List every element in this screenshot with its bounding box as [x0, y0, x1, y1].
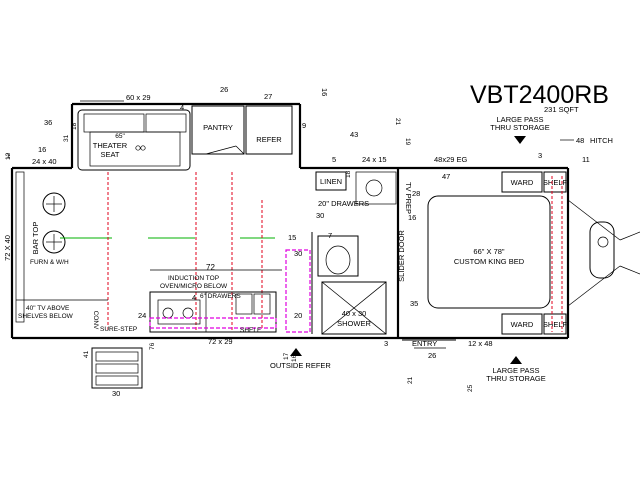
theater-size-label: 65": [115, 133, 125, 140]
dim-41: 41: [83, 350, 90, 358]
sqft-label: 231 SQFT: [544, 105, 579, 114]
shelves-below-label: SHELVES BELOW: [18, 313, 74, 320]
slider-door-label: SLIDER DOOR: [397, 230, 406, 282]
tv-prep-label: TV PREP: [404, 182, 413, 214]
dim-16b: 16: [38, 145, 46, 154]
shelf-bottom-label: SHELF: [543, 320, 568, 329]
dim-26: 26: [220, 85, 228, 94]
storage-top-arrow-icon: [514, 136, 526, 144]
dim-35: 35: [410, 299, 418, 308]
storage-bottom-arrow-icon: [510, 356, 522, 364]
dim-30b: 30: [294, 249, 302, 258]
dim-21b: 21: [407, 376, 414, 384]
dim-25: 25: [467, 384, 474, 392]
dim-43: 43: [350, 130, 358, 139]
bed-size-label: 66" X 78": [473, 247, 505, 256]
dim-9: 9: [302, 121, 306, 130]
pantry-label: PANTRY: [203, 123, 233, 132]
storage-bottom-line1: LARGE PASS: [493, 366, 540, 375]
shower-size-label: 40 x 30: [342, 309, 367, 318]
dim-47: 47: [442, 172, 450, 181]
dim-4a: 4: [180, 103, 184, 112]
bed-label: CUSTOM KING BED: [454, 257, 525, 266]
pantry: PANTRY: [191, 105, 245, 155]
seat-label: SEAT: [100, 150, 119, 159]
dim-16c: 16: [408, 213, 416, 222]
dim-16a: 16: [320, 88, 329, 96]
dim-18: 18: [71, 122, 78, 130]
dim-24x40: 24 x 40: [32, 157, 57, 166]
dim-19: 19: [404, 138, 411, 146]
dim-27: 27: [264, 92, 272, 101]
refer-label: REFER: [256, 135, 282, 144]
sure-step-label: SURE-STEP: [100, 326, 137, 333]
dim-30c: 30: [112, 389, 120, 398]
dim-72: 72: [206, 263, 215, 272]
dim-24: 24: [138, 311, 146, 320]
bar-top-label: BAR TOP: [31, 222, 40, 255]
dim-36: 36: [44, 118, 52, 127]
dim-72x29: 72 x 29: [208, 337, 233, 346]
dim-5: 5: [332, 155, 336, 164]
dim-hitch-48: 48: [576, 136, 584, 145]
outside-refer-arrow-icon: [290, 348, 302, 356]
dim-30: 30: [316, 211, 324, 220]
linen-label: LINEN: [320, 177, 342, 186]
dim-4b: 4: [192, 293, 196, 302]
drawers-label: 20" DRAWERS: [318, 199, 369, 208]
storage-top-line1: LARGE PASS: [497, 115, 544, 124]
outside-refer-label: OUTSIDE REFER: [270, 361, 331, 370]
entry-steps: [91, 347, 143, 389]
dim-60x29: 60 x 29: [126, 93, 151, 102]
storage-bottom-line2: THRU STORAGE: [486, 374, 545, 383]
ward-bottom-label: WARD: [511, 320, 534, 329]
entry-label: ENTRY: [412, 339, 437, 348]
dim-20: 20: [294, 311, 302, 320]
dim-3: 3: [538, 151, 542, 160]
tv-above-label: 40" TV ABOVE: [26, 305, 70, 312]
dim-26b: 26: [428, 351, 436, 360]
bedroom: WARD SHELF WARD SHELF 66" X 78" CUSTOM K…: [427, 171, 640, 335]
dim-11: 11: [582, 155, 590, 164]
dim-17: 17: [283, 352, 290, 360]
dim-21: 21: [394, 118, 401, 126]
dim-3b: 3: [384, 339, 388, 348]
kitchen: INDUCTION TOP OVEN/MICRO BELOW 6" DRAWER…: [149, 269, 282, 334]
shower-label: SHOWER: [337, 319, 371, 328]
living-area: BAR TOP FURN & W/H 40" TV ABOVE SHELVES …: [15, 171, 275, 333]
storage-top-line2: THRU STORAGE: [490, 123, 549, 132]
dim-15: 15: [288, 233, 296, 242]
dim-16d: 16: [291, 354, 298, 362]
furn-label: FURN & W/H: [30, 259, 69, 266]
shelf-top-label: SHELF: [543, 178, 568, 187]
dimensions: 60 x 29 26 27 16 36 18 31 16 24 x 40 12 …: [3, 85, 590, 398]
hitch-label: HITCH: [590, 136, 613, 145]
dim-24x15: 24 x 15: [362, 155, 387, 164]
exterior-walls: [10, 102, 621, 340]
oven-label: OVEN/MICRO BELOW: [160, 283, 228, 290]
dim-1: 1: [6, 151, 10, 160]
induction-label: INDUCTION TOP: [168, 275, 219, 282]
refrigerator: REFER: [245, 105, 293, 155]
ward-top-label: WARD: [511, 178, 534, 187]
theater-label: THEATER: [93, 141, 128, 150]
dim-48x29: 48x29 EG: [434, 155, 468, 164]
dim-28: 28: [412, 189, 420, 198]
center-column: LINEN 20" DRAWERS TV PREP 40 x 30 SHOWER…: [285, 171, 413, 335]
dim-7: 7: [328, 231, 332, 240]
shelf-lower-label: SHELF: [240, 327, 261, 334]
dim-76: 76: [149, 342, 156, 350]
model-title: VBT2400RB: [470, 81, 609, 109]
dim-12x48: 12 x 48: [468, 339, 493, 348]
door-entry: [402, 339, 456, 349]
theater-seat: 65" THEATER SEAT: [77, 109, 191, 171]
dim-72x40: 72 X 40: [3, 235, 12, 261]
conv-label: CONV: [92, 311, 99, 330]
dim-12: 12: [5, 152, 12, 160]
dim-18b: 18: [345, 170, 352, 178]
dim-31: 31: [63, 134, 70, 142]
drawers6-label: 6" DRAWERS: [200, 293, 241, 300]
